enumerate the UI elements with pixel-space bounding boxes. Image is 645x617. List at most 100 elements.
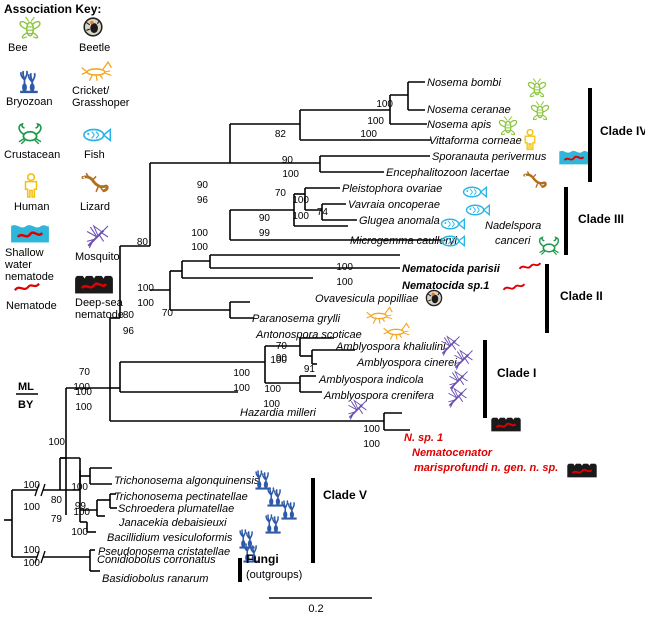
crustacean-icon xyxy=(538,236,560,255)
scale-bar-label: 0.2 xyxy=(308,603,323,615)
taxon-amb-crenifera: Amblyospora crenifera xyxy=(323,390,434,402)
support-value: 100 xyxy=(48,437,65,448)
bryozoan-icon xyxy=(239,529,255,549)
key-label-cricket: Grasshoper xyxy=(72,97,130,109)
key-label-bryozoan: Bryozoan xyxy=(6,96,52,108)
taxon-hazardia: Hazardia milleri xyxy=(240,407,316,419)
taxon-ovavesicula: Ovavesicula popilliae xyxy=(315,293,418,305)
key-label-human: Human xyxy=(14,201,49,213)
taxon-nosema-bombi: Nosema bombi xyxy=(427,77,502,89)
taxon-janacekia: Janacekia debaisieuxi xyxy=(118,517,227,529)
clade-iii-label: Clade III xyxy=(578,212,624,226)
taxon-nematocenator: marisprofundi n. gen. n. sp. xyxy=(414,462,558,474)
key-fish-icon xyxy=(83,127,112,143)
bryozoan-icon xyxy=(281,500,297,520)
key-label-mosquito: Mosquito xyxy=(75,251,120,263)
support-value: 100 xyxy=(233,383,250,394)
support-value: 100 xyxy=(363,439,380,450)
support-value: 100 xyxy=(23,480,40,491)
mosquito-icon xyxy=(454,349,473,370)
taxon-nosema-ceranae: Nosema ceranae xyxy=(427,104,511,116)
key-label-beetle: Beetle xyxy=(79,42,110,54)
bee-icon xyxy=(527,78,547,98)
support-value: 100 xyxy=(292,211,309,222)
support-value: 100 xyxy=(360,129,377,140)
support-value: 100 xyxy=(75,402,92,413)
key-cricket-icon xyxy=(81,60,112,82)
support-value: 100 xyxy=(71,527,88,538)
support-value: 80 xyxy=(51,495,63,506)
key-nematode-icon xyxy=(13,282,40,292)
host-icons xyxy=(239,78,597,563)
human-icon xyxy=(524,128,536,151)
taxon-amb-cinerei: Amblyospora cinerei xyxy=(356,357,457,369)
branch-break-mask xyxy=(37,552,43,562)
support-value: 100 xyxy=(191,228,208,239)
support-value: 100 xyxy=(191,242,208,253)
key-human-icon xyxy=(24,173,38,198)
support-value: 100 xyxy=(73,507,90,518)
support-value: 74 xyxy=(317,207,329,218)
support-value: 96 xyxy=(197,195,209,206)
support-value: 82 xyxy=(275,129,287,140)
support-value: 100 xyxy=(23,558,40,569)
shallow-icon xyxy=(559,148,589,165)
clade-iv-label: Clade IV xyxy=(600,124,645,138)
key-crab-icon xyxy=(18,122,42,145)
support-value: 90 xyxy=(197,180,209,191)
key-mosquito-icon xyxy=(86,224,109,249)
fish-icon xyxy=(465,203,491,217)
support-value: 99 xyxy=(75,501,87,512)
branch-break-icon xyxy=(34,550,46,564)
clade-ii-label: Clade II xyxy=(560,289,603,303)
fish-icon xyxy=(440,234,466,248)
bee-icon xyxy=(530,101,550,121)
taxon-sporanauta: Sporanauta perivermus xyxy=(432,151,547,163)
key-shallow-water-nematode-icon xyxy=(11,222,49,243)
nematode-icon xyxy=(518,262,542,270)
lizard-icon xyxy=(523,171,547,188)
support-value: 100 xyxy=(336,262,353,273)
taxon-trich-alg: Trichonosema algonquinensis xyxy=(114,475,260,487)
taxon-nosema-apis: Nosema apis xyxy=(427,119,492,131)
support-value: 100 xyxy=(263,399,280,410)
taxon-pleistophora: Pleistophora ovariae xyxy=(342,183,442,195)
support-value: 70 xyxy=(162,308,174,319)
taxon-vavraia: Vavraia oncoperae xyxy=(348,199,440,211)
taxon-vittaforma: Vittaforma corneae xyxy=(429,135,522,147)
taxon-conidiobolus: Conidiobolus corronatus xyxy=(97,554,216,566)
taxon-nematocenator: Nematocenator xyxy=(412,447,493,459)
fungi-sublabel: (outgroups) xyxy=(246,569,302,581)
clade-v-label: Clade V xyxy=(323,488,367,502)
support-value: 99 xyxy=(259,228,271,239)
key-label-crustacean: Crustacean xyxy=(4,149,60,161)
nematode-icon xyxy=(502,283,526,291)
cricket-icon xyxy=(366,306,393,324)
taxon-microgemma: Microgemma caulleryi xyxy=(350,235,458,247)
cricket-icon xyxy=(383,322,410,340)
support-value: 100 xyxy=(137,283,154,294)
mosquito-icon xyxy=(448,387,467,408)
support-value: 100 xyxy=(264,384,281,395)
deepsea-icon xyxy=(567,460,597,478)
support-value: 90 xyxy=(259,213,271,224)
fungi-label: Fungi xyxy=(246,552,279,566)
key-label-shallow: water xyxy=(4,259,32,271)
bryozoan-icon xyxy=(267,487,283,507)
taxon-encephalitozoon: Encephalitozoon lacertae xyxy=(386,167,510,179)
key-bryozoan-icon xyxy=(19,70,38,94)
taxon-nadelspora: canceri xyxy=(495,235,531,247)
key-label-nematode: Nematode xyxy=(6,300,57,312)
support-value: 100 xyxy=(233,368,250,379)
bee-icon xyxy=(498,116,518,136)
support-value: 100 xyxy=(73,382,90,393)
support-value: 100 xyxy=(282,169,299,180)
mosquito-icon xyxy=(441,335,460,356)
support-value: 91 xyxy=(304,364,316,375)
support-legend-by: BY xyxy=(18,399,34,411)
bryozoan-icon xyxy=(243,543,259,563)
support-value: 100 xyxy=(71,482,88,493)
